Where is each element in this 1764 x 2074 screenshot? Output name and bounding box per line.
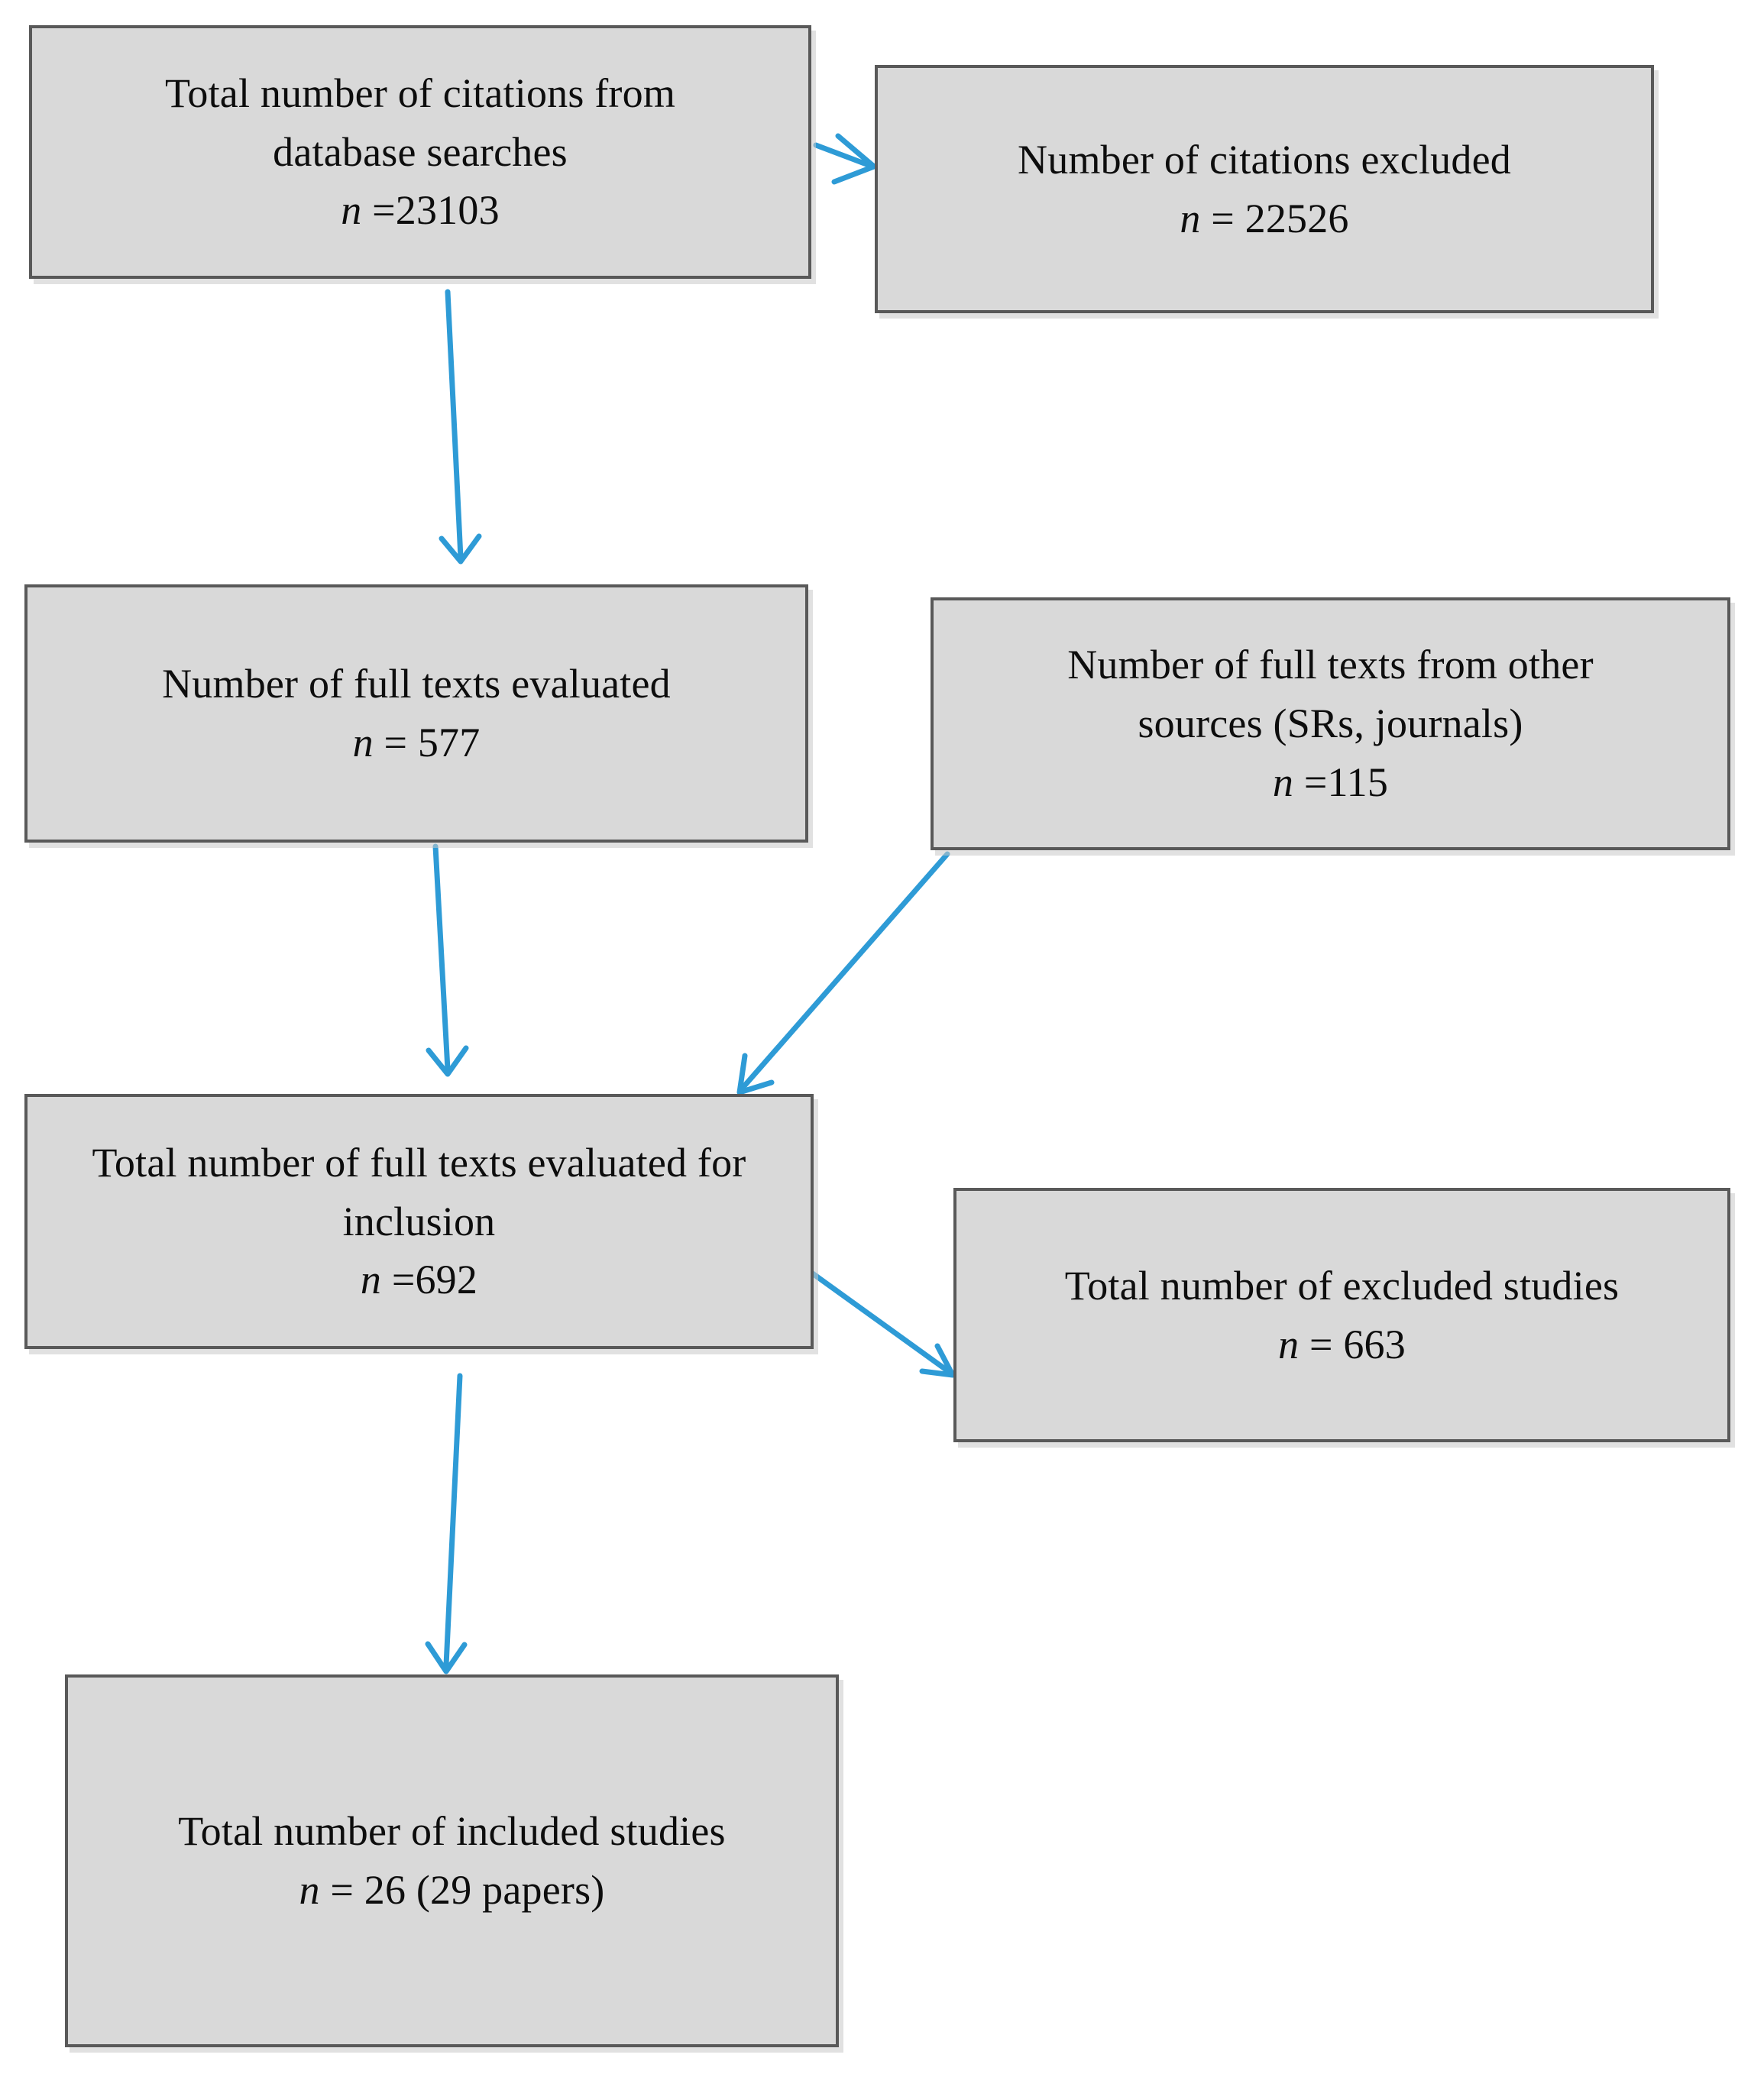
arrow-other-sources-to-inclusion <box>736 851 950 1095</box>
box-line: Number of citations excluded <box>1018 136 1511 183</box>
arrow-searches-to-excluded <box>813 133 877 185</box>
box-line: Total number of full texts evaluated for <box>92 1139 746 1186</box>
box-line: Number of full texts evaluated <box>162 661 671 707</box>
count-value: =692 <box>391 1257 478 1303</box>
box-line: Total number of citations from <box>164 70 676 116</box>
box-line: sources (SRs, journals) <box>1138 701 1523 747</box>
box-line: Total number of included studies <box>178 1808 726 1855</box>
box-count: n =23103 <box>50 181 790 240</box>
box-count: n = 22526 <box>896 189 1633 248</box>
count-value: = 22526 <box>1211 195 1349 241</box>
box-count: n =115 <box>952 753 1709 812</box>
count-symbol: n <box>341 187 362 234</box>
box-included-studies: Total number of included studies n = 26 … <box>65 1674 839 2047</box>
box-line: database searches <box>273 128 568 175</box>
box-line: inclusion <box>342 1198 496 1244</box>
arrow-searches-to-full-texts <box>439 289 482 565</box>
box-citations-from-database-searches: Total number of citations from database … <box>29 25 811 279</box>
count-symbol: n <box>1272 759 1294 805</box>
count-symbol: n <box>352 720 374 765</box>
box-count: n =692 <box>37 1251 801 1309</box>
count-symbol: n <box>360 1257 382 1303</box>
box-line: Total number of excluded studies <box>1064 1262 1620 1309</box>
box-count: n = 577 <box>46 713 787 772</box>
box-excluded-studies: Total number of excluded studies n = 663 <box>953 1188 1730 1442</box>
box-full-texts-other-sources: Number of full texts from other sources … <box>931 597 1730 850</box>
count-value: = 577 <box>384 720 481 765</box>
box-line: Number of full texts from other <box>1067 642 1594 688</box>
arrow-full-texts-to-inclusion <box>426 843 469 1077</box>
box-full-texts-evaluated-for-inclusion: Total number of full texts evaluated for… <box>24 1094 814 1349</box>
arrow-inclusion-to-included-studies <box>425 1373 468 1674</box>
box-full-texts-evaluated: Number of full texts evaluated n = 577 <box>24 584 808 843</box>
count-symbol: n <box>299 1867 320 1913</box>
box-count: n = 663 <box>975 1315 1709 1374</box>
box-count: n = 26 (29 papers) <box>86 1861 817 1920</box>
count-value: = 663 <box>1309 1321 1406 1367</box>
count-value: = 26 (29 papers) <box>330 1867 605 1913</box>
count-value: =115 <box>1303 759 1389 805</box>
count-symbol: n <box>1278 1321 1300 1367</box>
count-symbol: n <box>1180 195 1201 241</box>
count-value: =23103 <box>372 187 500 234</box>
arrow-inclusion-to-excluded-studies <box>805 1267 956 1378</box>
box-citations-excluded: Number of citations excluded n = 22526 <box>875 65 1654 313</box>
